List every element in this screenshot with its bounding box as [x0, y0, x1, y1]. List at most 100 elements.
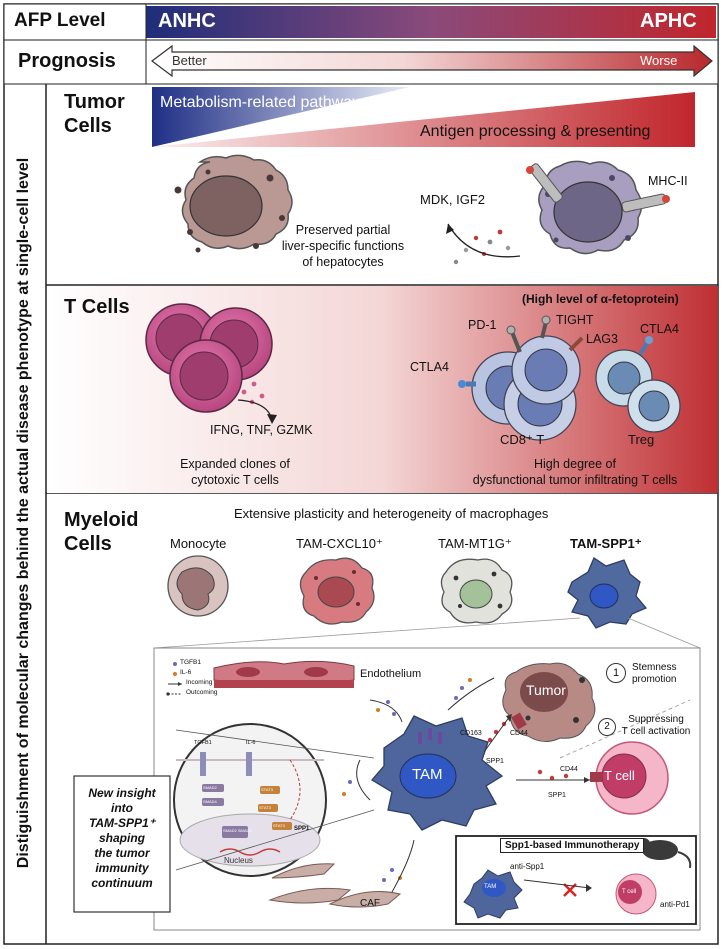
anti-pd1-label: anti-Pd1: [660, 900, 690, 909]
stemness-label: Stemness promotion: [632, 662, 676, 686]
tcells-left-desc-1: Expanded clones of: [180, 457, 290, 471]
inset-stat3-b: STAT3: [259, 805, 271, 810]
inset-stat3-c: STAT3: [273, 823, 285, 828]
caf-cells: [268, 839, 415, 908]
tcells-left-desc: Expanded clones of cytotoxic T cells: [150, 456, 320, 488]
cd8-label: CD8⁺ T: [500, 432, 545, 447]
myeloid-title-line2: Cells: [64, 533, 112, 555]
tcells-right-desc: High degree of dysfunctional tumor infil…: [440, 456, 710, 488]
type-tam-spp1: TAM-SPP1⁺: [570, 536, 642, 551]
nucleus-label: Nucleus: [224, 856, 253, 865]
spp1-label-a: SPP1: [486, 758, 504, 765]
anti-spp1-label: anti-Spp1: [510, 862, 545, 871]
pd1-label: PD-1: [468, 318, 497, 332]
inset-tgfb1: TGFB1: [194, 740, 212, 746]
signaling-inset: [173, 723, 327, 877]
type-tam-cxcl10: TAM-CXCL10⁺: [296, 536, 383, 551]
insight-line3: TAM-SPP1⁺: [88, 816, 156, 830]
cd8-exhausted-tcell: [458, 315, 584, 441]
tumor-left-desc-3: of hepatocytes: [302, 255, 384, 269]
detail-legend: [166, 662, 182, 696]
step-2-badge: 2: [598, 718, 616, 736]
tumor-title-line1: Tumor: [64, 91, 125, 113]
immuno-title: Spp1-based Immunotherapy: [500, 838, 645, 853]
legend-outcoming: Outcoming: [186, 689, 218, 696]
cd44-tumor-label: CD44: [510, 730, 528, 737]
insight-line6: immunity: [95, 861, 149, 875]
metabolism-wedge: [152, 87, 410, 147]
side-title: Distiguishment of molecular changes behi…: [15, 157, 32, 869]
myeloid-subtitle: Extensive plasticity and heterogeneity o…: [234, 506, 549, 521]
hepatocyte-cell: [173, 154, 293, 253]
tcells-left-desc-2: cytotoxic T cells: [191, 473, 279, 487]
legend-labels: TGFB1 IL-6 Incoming Outcoming: [180, 658, 217, 698]
stemness-line2: promotion: [632, 674, 677, 685]
insight-box: [73, 775, 171, 913]
legend-incoming: Incoming: [186, 679, 213, 686]
prognosis-label: Prognosis: [18, 50, 116, 72]
tam-small-label: TAM: [484, 884, 497, 890]
tumor-cell-aphc: [526, 160, 670, 255]
treg-cell: [595, 336, 681, 433]
tumor-left-desc: Preserved partial liver-specific functio…: [258, 222, 428, 270]
legend-il6: IL-6: [180, 669, 192, 676]
tight-label: TIGHT: [556, 313, 594, 327]
monocyte-cell: [167, 555, 229, 617]
prognosis-worse: Worse: [640, 53, 678, 68]
endothelium-label: Endothelium: [360, 668, 422, 680]
step-1-badge: 1: [606, 663, 626, 683]
type-tam-mt1g: TAM-MT1G⁺: [438, 536, 512, 551]
tumor-title-line2: Cells: [64, 115, 112, 137]
afp-note: (High level of α-fetoprotein): [522, 292, 679, 306]
prognosis-row: [3, 39, 719, 85]
tcells-right-desc-2: dysfunctional tumor infiltrating T cells: [472, 473, 678, 487]
myeloid-title-line1: Myeloid: [64, 509, 139, 531]
type-monocyte: Monocyte: [170, 536, 227, 551]
insight-line1: New insight: [88, 786, 156, 800]
prognosis-better: Better: [172, 53, 207, 68]
insight-line4: shaping: [98, 831, 145, 845]
spp1-signals: [342, 677, 691, 801]
cytotoxic-tcell-clones: [145, 303, 277, 424]
myeloid-title: Myeloid Cells: [64, 508, 138, 556]
tcells-title: T Cells: [64, 296, 130, 318]
antigen-wedge: [152, 92, 695, 147]
tcells-right-desc-1: High degree of: [533, 457, 616, 471]
inset-smad4: SMAD4: [203, 799, 217, 804]
cd44-tcell-label: CD44: [560, 766, 578, 773]
afp-gradient-bar: [146, 6, 716, 38]
suppress-line1: Suppressing: [628, 714, 684, 725]
afp-aphc-label: APHC: [640, 10, 697, 32]
tam-label: TAM: [412, 766, 443, 783]
metabolism-label: Metabolism-related pathways: [160, 94, 369, 111]
stemness-line1: Stemness: [632, 662, 677, 673]
ctla4-left-label: CTLA4: [410, 360, 449, 374]
afp-anhc-label: ANHC: [158, 10, 216, 32]
afp-level-row: [3, 3, 719, 41]
tam-spp1-cell: [567, 557, 648, 629]
detail-tumor-cell: [502, 662, 596, 742]
tumor-left-desc-2: liver-specific functions: [281, 239, 405, 253]
treg-label: Treg: [628, 432, 655, 447]
spp1-label-b: SPP1: [548, 792, 566, 799]
afp-level-label: AFP Level: [14, 10, 106, 31]
tcell-small-label: T cell: [622, 889, 637, 895]
secretion-dots: [446, 223, 521, 265]
caf-label: CAF: [360, 898, 380, 909]
central-tam: [371, 715, 504, 831]
inset-stat3-a: STAT3: [261, 787, 273, 792]
insight-line5: the tumor: [94, 846, 150, 860]
inset-spp1: SPP1: [294, 826, 310, 832]
inset-smad-complex: SMAD2 SMAD3: [223, 828, 252, 833]
detail-t-cell: [590, 741, 669, 815]
cd163-label: CD163: [460, 730, 482, 737]
antigen-label: Antigen processing & presenting: [420, 123, 651, 140]
mhc-label: MHC-II: [648, 174, 688, 188]
tam-cxcl10-cell: [299, 557, 375, 625]
mdk-label: MDK, IGF2: [420, 192, 486, 207]
suppress-label: Suppressing T cell activation: [616, 714, 696, 738]
insight-line7: continuum: [91, 876, 153, 890]
tumor-title: Tumor Cells: [64, 90, 125, 138]
suppress-line2: T cell activation: [621, 726, 691, 737]
